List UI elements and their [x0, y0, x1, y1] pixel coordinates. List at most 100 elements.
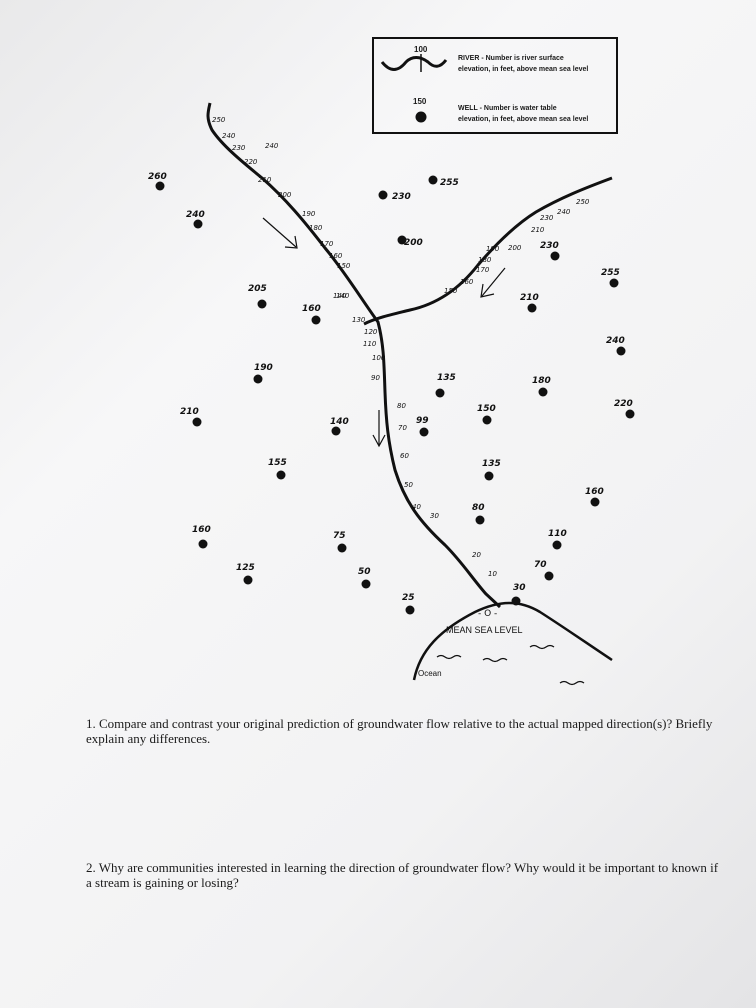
well: 220: [614, 399, 635, 419]
ocean-label: Ocean: [418, 669, 442, 678]
well-elevation-label: 210: [520, 293, 539, 303]
well: 255: [601, 268, 620, 288]
tributary-elevation-label: 150: [444, 287, 458, 295]
well: 180: [532, 376, 551, 397]
well-elevation-label: 99: [416, 416, 429, 426]
legend-river-title: RIVER - Number is river surface: [458, 55, 564, 62]
well-elevation-label: 210: [180, 407, 199, 417]
well-elevation-label: 160: [302, 304, 321, 314]
well-dot-icon: [590, 497, 600, 507]
tributary-elevation-label: 180: [478, 256, 492, 264]
well-elevation-label: 230: [392, 192, 411, 202]
well: 160: [302, 304, 321, 325]
flow-arrow-tributary: [480, 267, 506, 298]
river-elevation-label: 160: [329, 252, 343, 260]
well-dot-icon: [361, 579, 371, 589]
well-elevation-label: 260: [148, 172, 167, 182]
well-dot-icon: [475, 515, 485, 525]
well-dot-icon: [419, 427, 429, 437]
well-dot-icon: [616, 346, 626, 356]
river-elevation-label: 150: [337, 262, 351, 270]
well-dot-icon: [511, 596, 521, 606]
well-dot-icon: [257, 299, 267, 309]
well-elevation-label: 255: [601, 268, 620, 278]
well: 155: [268, 458, 287, 480]
well: 240: [186, 210, 205, 229]
well-dot-icon: [609, 278, 619, 288]
well-elevation-label: 205: [248, 284, 267, 294]
legend-river-value: 100: [414, 45, 428, 54]
well-elevation-label: 25: [402, 593, 415, 603]
river-elevation-label: 70: [398, 424, 407, 432]
river-elevation-label: 240: [222, 132, 236, 140]
well: 140: [330, 417, 349, 436]
well-elevation-label: 75: [333, 531, 346, 541]
sea-zero-mark: - O - MEAN SEA LEVEL Ocean: [418, 609, 523, 678]
ocean-waves: [436, 644, 585, 686]
well-elevation-label: 80: [472, 503, 485, 513]
tributary-elevation-label: 160: [460, 278, 474, 286]
well-dot-icon: [482, 415, 492, 425]
well-dot-icon: [155, 181, 165, 191]
river-elevation-label: 120: [364, 328, 378, 336]
river-symbol-icon: [380, 56, 448, 71]
river-elevation-label: 100: [372, 354, 386, 362]
flow-arrow-left: [262, 217, 298, 249]
well-elevation-label: 125: [236, 563, 255, 573]
well-elevation-label: 150: [477, 404, 496, 414]
river-elevation-label: 60: [400, 452, 409, 460]
well-elevation-label: 240: [186, 210, 205, 220]
river-elevation-label: 230: [232, 144, 246, 152]
well: 210: [520, 293, 539, 313]
river-elevation-label: 20: [472, 551, 481, 559]
well-dot-icon: [192, 417, 202, 427]
well-dot-icon: [527, 303, 537, 313]
flow-arrow-down: [372, 410, 386, 448]
well-dot-icon: [276, 470, 286, 480]
well-dot-icon: [544, 571, 554, 581]
tributary-elevation-label: 190: [486, 245, 500, 253]
well-elevation-label: 135: [437, 373, 456, 383]
well: 50: [358, 567, 371, 589]
well: 210: [180, 407, 202, 427]
mean-sea-level-label: MEAN SEA LEVEL: [446, 625, 523, 635]
tributary-elevation-label: 210: [531, 226, 545, 234]
well-dot-icon: [552, 540, 562, 550]
well: 160: [192, 525, 211, 549]
well: 110: [548, 529, 567, 550]
river-elevation-label: 50: [404, 481, 413, 489]
well-elevation-label: 160: [192, 525, 211, 535]
well-dot-icon: [538, 387, 548, 397]
legend-well-title: WELL - Number is water table: [458, 105, 557, 112]
well: 99: [416, 416, 429, 437]
well-dot-icon: [428, 175, 438, 185]
well-dot-icon: [193, 219, 203, 229]
legend-well-detail: elevation, in feet, above mean sea level: [458, 116, 588, 123]
tributary-elevation-label: 240: [557, 208, 571, 216]
well: 255: [428, 175, 459, 188]
tributary-river: [363, 176, 613, 326]
well-dot-icon: [243, 575, 253, 585]
well: 70: [534, 560, 554, 581]
well: 135: [435, 373, 456, 398]
well-elevation-label: 50: [358, 567, 371, 577]
coastline: [412, 601, 613, 681]
river-elevation-label: 200: [278, 191, 292, 199]
well: 260: [148, 172, 167, 191]
well: 25: [402, 593, 415, 615]
question-2: 2. Why are communities interested in lea…: [86, 860, 719, 890]
well: 240: [606, 336, 626, 356]
legend-well-value: 150: [413, 97, 427, 106]
well-dot-icon: [397, 235, 407, 245]
river-elevation-label: 110: [363, 340, 377, 348]
river-elevation-label: 130: [352, 316, 366, 324]
question-1: 1. Compare and contrast your original pr…: [86, 716, 713, 746]
well: 80: [472, 503, 485, 525]
well-dot-icon: [331, 426, 341, 436]
river-elevation-label: 240: [265, 142, 279, 150]
well-dot-icon: [198, 539, 208, 549]
river-elevation-label: 170: [320, 240, 334, 248]
well-elevation-label: 180: [532, 376, 551, 386]
